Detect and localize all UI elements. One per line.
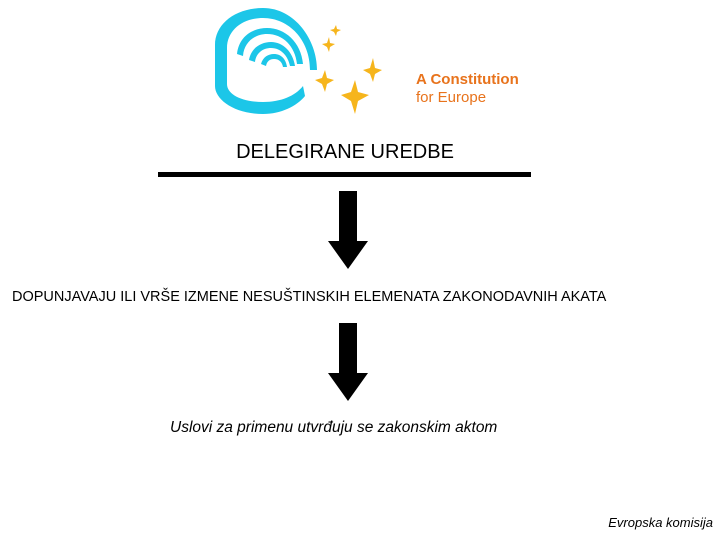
logo-ring-1 [237,28,303,64]
source-credit: Evropska komisija [608,515,713,530]
down-arrow-icon [328,323,368,401]
logo-ring-3 [261,54,287,67]
logo-star-5 [330,25,341,36]
down-arrow-icon [328,191,368,269]
logo-title-line2: for Europe [416,89,487,106]
title-underline [158,172,531,177]
logo-star-4 [322,37,335,52]
diagram-statement: DOPUNJAVAJU ILI VRŠE IZMENE NESUŠTINSKIH… [12,289,607,305]
logo-ring-2 [249,42,295,66]
logo-star-2 [315,70,334,92]
diagram-condition: Uslovi za primenu utvrđuju se zakonskim … [170,419,498,436]
logo-star-3 [363,58,382,82]
diagram-title: DELEGIRANE UREDBE [236,141,454,163]
constitution-logo [215,8,382,114]
logo-star-1 [341,80,369,114]
logo-title-line1: A Constitution [416,71,519,88]
